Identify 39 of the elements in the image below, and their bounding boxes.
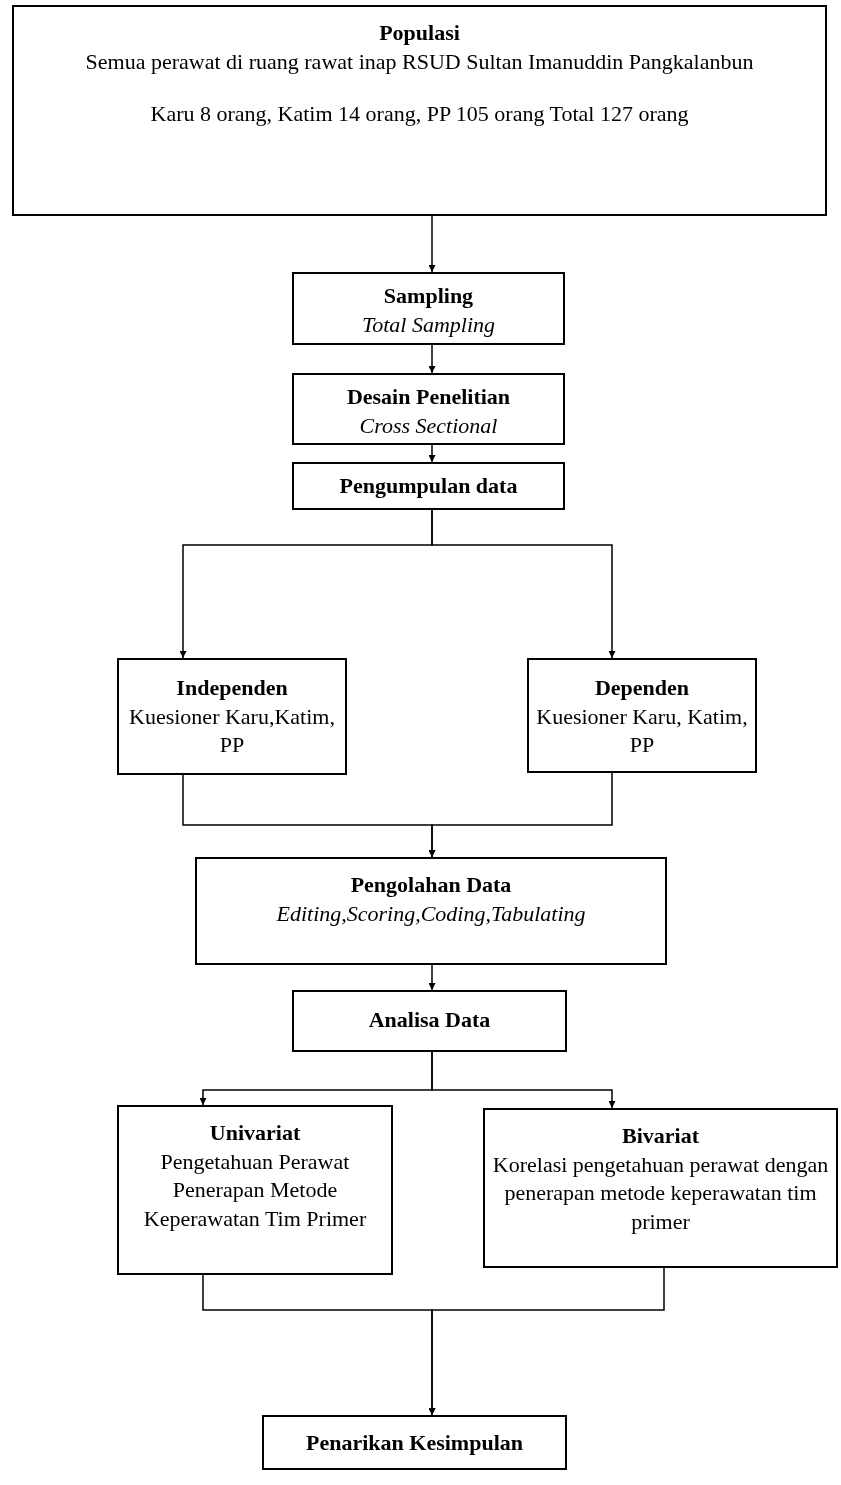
box-text: Editing,Scoring,Coding,Tabulating (275, 899, 587, 928)
process-box (292, 990, 567, 1052)
box-title: Analisa Data (368, 1006, 491, 1034)
process-box (12, 5, 827, 216)
box-text: Karu 8 orang, Katim 14 orang, PP 105 orang Total 127 orang (149, 100, 690, 129)
process-box (292, 462, 565, 510)
box-title: Sampling (383, 282, 474, 310)
box-title: Pengolahan Data (350, 871, 512, 899)
box-title: Univariat (209, 1119, 301, 1147)
box-title: Desain Penelitian (346, 383, 511, 411)
box-title: Penarikan Kesimpulan (306, 1429, 523, 1457)
process-box (292, 373, 565, 445)
process-box (117, 1105, 393, 1275)
arrow (428, 1267, 665, 1416)
box-title: Pengumpulan data (339, 472, 518, 500)
box-text: Semua perawat di ruang rawat inap RSUD Sultan Imanuddin Pangkalanbun (84, 47, 755, 76)
box-text: Korelasi pengetahuan perawat dengan penerapan metode keperawatan tim primer (491, 1150, 830, 1236)
arrow (431, 509, 616, 659)
box-title: Dependen (594, 674, 690, 702)
arrow (431, 1051, 616, 1109)
box-text: Kuesioner Karu, Katim, PP (535, 702, 749, 760)
arrow (428, 772, 613, 858)
process-box (195, 857, 667, 965)
process-box (527, 658, 757, 773)
box-title: Bivariat (622, 1122, 699, 1150)
process-box (483, 1108, 838, 1268)
box-text: Pengetahuan Perawat Penerapan Metode Keperawatan Tim Primer (142, 1147, 368, 1233)
arrow (428, 964, 436, 991)
box-text: Cross Sectional (358, 411, 499, 440)
arrow (428, 344, 436, 374)
process-box (292, 272, 565, 345)
box-text: Total Sampling (360, 310, 497, 339)
box-text: Kuesioner Karu,Katim, PP (128, 702, 336, 760)
process-box (117, 658, 347, 775)
box-title: Independen (176, 674, 288, 702)
box-title: Populasi (379, 19, 460, 47)
arrow (428, 444, 436, 463)
arrow (428, 215, 436, 273)
process-box (262, 1415, 567, 1470)
